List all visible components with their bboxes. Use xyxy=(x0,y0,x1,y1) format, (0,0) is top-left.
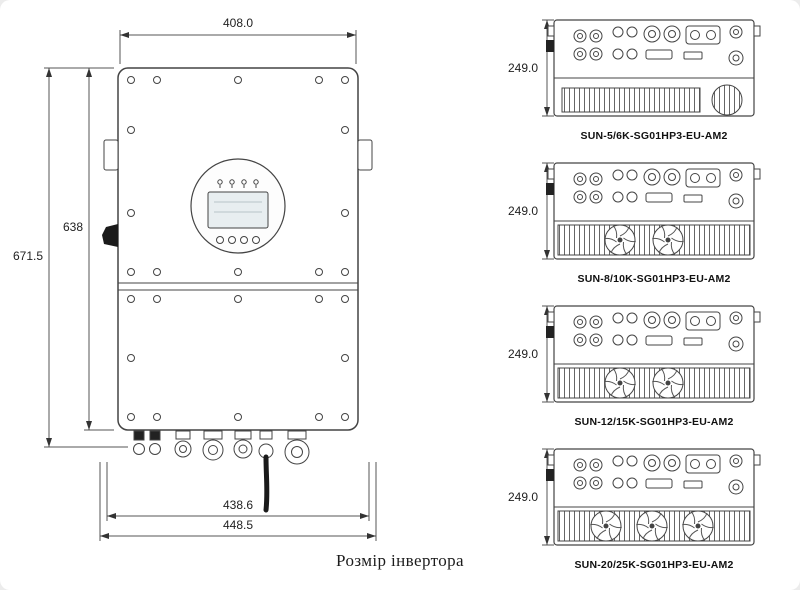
model-label-3: SUN-12/15K-SG01HP3-EU-AM2 xyxy=(574,416,734,428)
front-view-drawing: 408.0 638 671.5 438.6 448.5 xyxy=(13,16,377,541)
dim-total-height-label: 671.5 xyxy=(13,249,43,263)
model-label-4: SUN-20/25K-SG01HP3-EU-AM2 xyxy=(574,559,734,571)
dc-switch xyxy=(102,224,118,247)
bottom-connectors xyxy=(133,430,310,513)
dim-top-label: 408.0 xyxy=(223,16,253,30)
dim-depth-label-1: 249.0 xyxy=(508,61,538,75)
display-buttons xyxy=(216,236,260,244)
display-panel xyxy=(190,158,286,254)
output-cable xyxy=(263,454,270,513)
side-view-block-3: 249.0 SUN-12/15K-SG01HP3-EU-AM2 xyxy=(502,298,762,428)
bottom-view-drawing-4: 249.0 xyxy=(508,448,761,546)
bottom-view-drawing-2: 249.0 xyxy=(508,162,761,260)
dim-depth-label-2: 249.0 xyxy=(508,204,538,218)
dimension-labels: 408.0 638 671.5 438.6 448.5 xyxy=(13,16,253,532)
dim-body-height-label: 638 xyxy=(63,220,83,234)
dim-bottom-inner-label: 438.6 xyxy=(223,498,253,512)
lcd-screen xyxy=(207,191,269,229)
dimension-lines xyxy=(44,30,377,541)
bottom-view-drawing-3: 249.0 xyxy=(508,305,761,403)
caption: Розмір інвертора xyxy=(336,551,464,570)
side-view-block-1: 249.0 SUN-5/6K-SG01HP3-EU-AM2 xyxy=(502,12,762,142)
side-view-block-4: 249.0 SUN-20/25K-SG01HP3-EU-AM2 xyxy=(502,441,762,571)
model-label-1: SUN-5/6K-SG01HP3-EU-AM2 xyxy=(580,130,728,142)
indicator-leds xyxy=(217,179,259,188)
side-view-block-2: 249.0 SUN-8/10K-SG01HP3-EU-AM2 xyxy=(502,155,762,285)
dim-depth-label-4: 249.0 xyxy=(508,490,538,504)
dim-depth-label-3: 249.0 xyxy=(508,347,538,361)
bottom-view-drawing-1: 249.0 xyxy=(508,19,761,117)
dim-bottom-outer-label: 448.5 xyxy=(223,518,253,532)
screws xyxy=(127,76,349,421)
model-label-2: SUN-8/10K-SG01HP3-EU-AM2 xyxy=(577,273,731,285)
